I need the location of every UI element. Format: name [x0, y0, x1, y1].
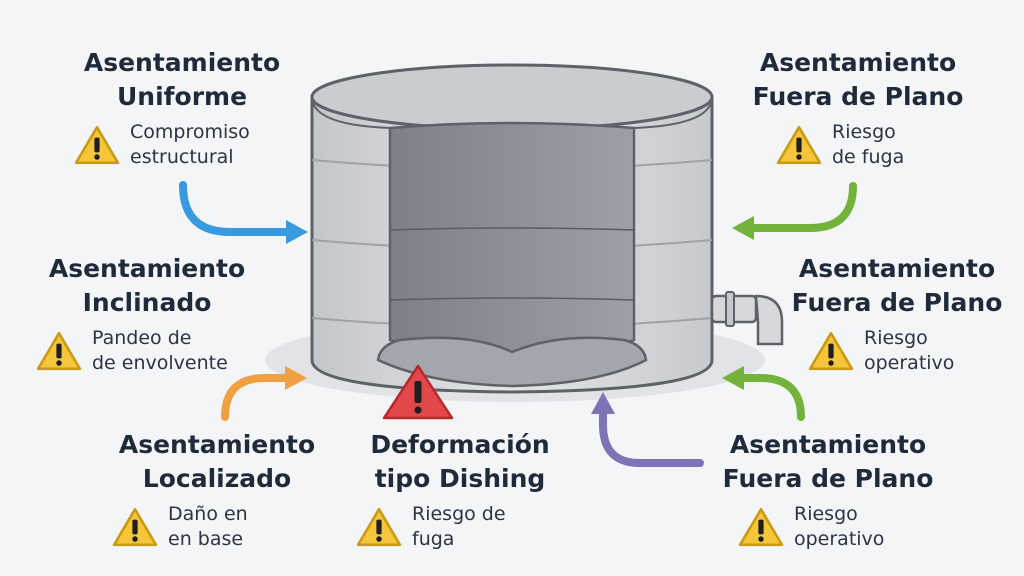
label-title: Deformación tipo Dishing: [370, 430, 550, 493]
label-asentamiento-fuera-plano-riesgo-fuga: Asentamiento Fuera de Plano Riesgo de fu…: [738, 46, 978, 170]
pipe-nozzle: [710, 291, 784, 346]
label-asentamiento-localizado: Asentamiento Localizado Daño en en base: [102, 428, 332, 552]
label-description: Pandeo de de envolvente: [92, 327, 228, 374]
label-description: Daño en en base: [168, 503, 248, 550]
label-title: Asentamiento Fuera de Plano: [722, 430, 934, 493]
arrow-dishing: [591, 392, 704, 467]
label-asentamiento-inclinado: Asentamiento Inclinado Pandeo de de envo…: [22, 252, 272, 376]
label-title: Asentamiento Fuera de Plano: [752, 48, 964, 111]
label-title: Asentamiento Inclinado: [48, 254, 246, 317]
tank-top-rim: [310, 63, 714, 131]
storage-tank: [310, 63, 714, 394]
label-asentamiento-fuera-plano-riesgo-operativo-inferior: Asentamiento Fuera de Plano Riesgo opera…: [708, 428, 948, 552]
warning-triangle-icon: [36, 331, 82, 371]
dished-bottom: [376, 336, 648, 388]
label-title: Asentamiento Fuera de Plano: [791, 254, 1003, 317]
critical-warning-icon: [382, 364, 454, 420]
arrow-uniforme: [179, 181, 308, 244]
label-description: Compromiso estructural: [130, 121, 250, 168]
warning-triangle-icon: [776, 125, 822, 165]
warning-triangle-icon: [738, 507, 784, 547]
tank-cutaway: [388, 121, 636, 356]
warning-triangle-icon: [74, 125, 120, 165]
label-asentamiento-uniforme: Asentamiento Uniforme Compromiso estruct…: [62, 46, 302, 170]
label-description: Riesgo operativo: [864, 327, 955, 374]
warning-triangle-icon: [808, 331, 854, 371]
arrow-inclinado: [221, 366, 307, 421]
label-description: Riesgo de fuga: [832, 121, 905, 168]
label-title: Asentamiento Uniforme: [83, 48, 281, 111]
label-description: Riesgo de fuga: [412, 503, 506, 550]
warning-triangle-icon: [356, 507, 402, 547]
label-deformacion-dishing: Deformación tipo Dishing Riesgo de fuga: [350, 428, 570, 552]
arrow-fuera-plano-3: [722, 366, 805, 421]
warning-triangle-icon: [112, 507, 158, 547]
label-title: Asentamiento Localizado: [118, 430, 316, 493]
arrow-fuera-plano-1: [732, 182, 857, 240]
label-description: Riesgo operativo: [794, 503, 885, 550]
label-asentamiento-fuera-plano-riesgo-operativo: Asentamiento Fuera de Plano Riesgo opera…: [780, 252, 1014, 376]
